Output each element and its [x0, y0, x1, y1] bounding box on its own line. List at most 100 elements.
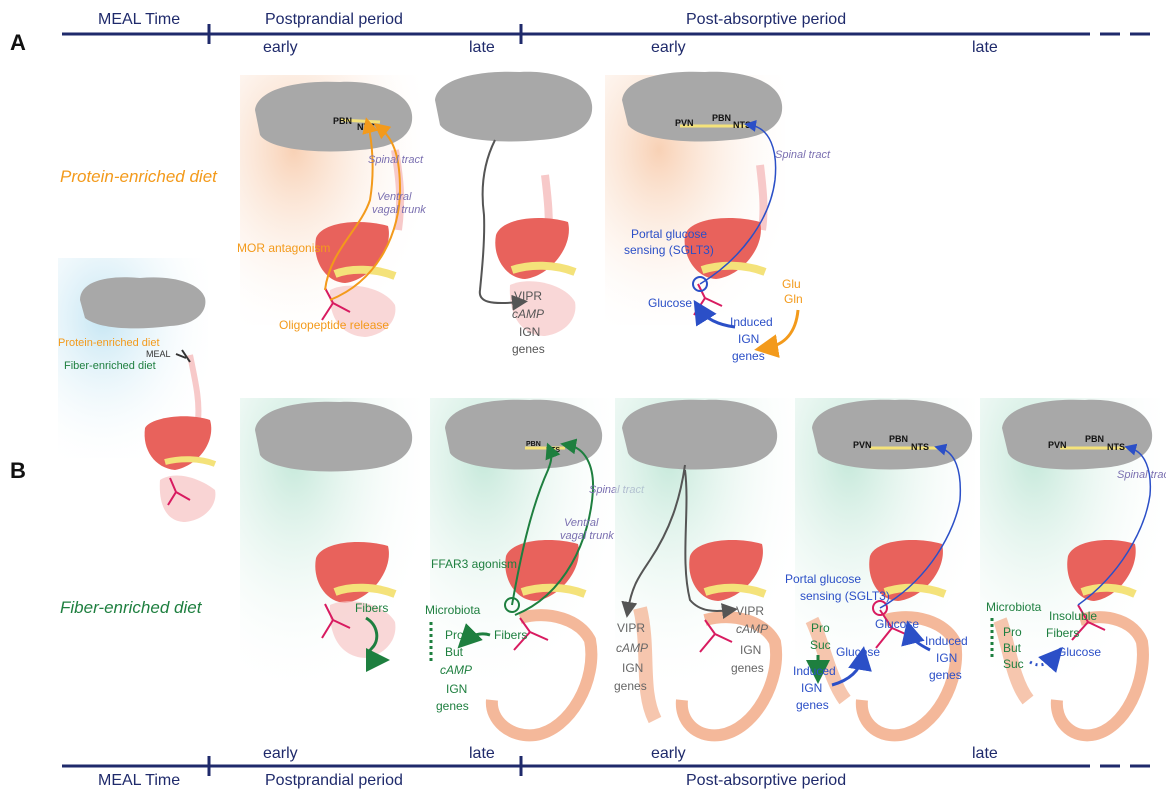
but-label: But	[1003, 641, 1022, 655]
suc-label: Suc	[1003, 657, 1024, 671]
pvn-label: PVN	[675, 118, 694, 128]
early-label: early	[651, 39, 686, 56]
microbiota-label: Microbiota	[425, 603, 481, 617]
row-a-panel-2: VIPR cAMP IGN genes	[435, 72, 592, 356]
pbn-label: PBN	[1085, 434, 1104, 444]
ign-label: IGN	[801, 681, 822, 695]
induced-label: Induced	[730, 315, 773, 329]
meal-time-label: MEAL Time	[98, 11, 180, 28]
late-label: late	[972, 39, 998, 56]
portal-sensing-label-2: sensing (SGLT3)	[624, 243, 714, 257]
row-b-panel-5: PVN PBN NTS Spinal tract Microbiota Inso…	[980, 398, 1166, 735]
ign-label: IGN	[936, 651, 957, 665]
panel-a-label: A	[10, 30, 26, 55]
pbn-label: PBN	[889, 434, 908, 444]
row-a-panel-3: PVN PBN NTS Spinal tract Portal glucose …	[605, 72, 831, 363]
left-fiber-label: Fiber-enriched diet	[64, 360, 156, 372]
post-absorptive-label: Post-absorptive period	[686, 11, 846, 28]
glucose-label: Glucose	[648, 296, 692, 310]
panel-b-label: B	[10, 458, 26, 483]
ign-label: IGN	[738, 332, 759, 346]
row-b-panel-3: VIPR cAMP IGN genes VIPR cAMP IGN genes	[614, 398, 795, 735]
portal-sensing-label-1: Portal glucose	[785, 572, 861, 586]
ign-label: IGN	[519, 325, 540, 339]
glucose-label: Glucose	[836, 645, 880, 659]
ign-label: IGN	[622, 661, 643, 675]
late-label: late	[469, 39, 495, 56]
pbn-label: PBN	[712, 113, 731, 123]
glu-label: Glu	[782, 277, 801, 291]
induced-label: Induced	[925, 634, 968, 648]
protein-diet-label: Protein-enriched diet	[60, 167, 218, 186]
genes-label: genes	[614, 679, 647, 693]
oligopeptide-label: Oligopeptide release	[279, 318, 389, 332]
pvn-label: PVN	[853, 440, 872, 450]
spinal-tract-label: Spinal tract	[775, 149, 831, 161]
mor-antagonism-label: MOR antagonism	[237, 241, 330, 255]
row-b-panel-2: PBN NTS Spinal tract Ventral vagal trunk…	[425, 398, 645, 735]
induced-label: Induced	[793, 664, 836, 678]
glucose-label: Glucose	[1057, 645, 1101, 659]
early-label: early	[263, 745, 298, 762]
brain-icon	[622, 72, 782, 142]
pro-label: Pro	[445, 628, 464, 642]
brain-icon	[435, 72, 592, 142]
vipr-label: VIPR	[736, 604, 764, 618]
genes-label: genes	[732, 349, 765, 363]
early-label: early	[263, 39, 298, 56]
nts-label: NTS	[357, 122, 375, 132]
row-b-panel-4: PVN PBN NTS Portal glucose sensing (SGLT…	[785, 398, 975, 735]
portal-sensing-label-1: Portal glucose	[631, 227, 707, 241]
row-a-panel-1: PBN NTS Spinal tract Ventral vagal trunk…	[237, 75, 426, 337]
genes-label: genes	[796, 698, 829, 712]
nts-label: NTS	[1107, 442, 1125, 452]
vagal-trunk-label: vagal trunk	[560, 530, 614, 542]
camp-label: cAMP	[736, 622, 768, 636]
portal-sensing-label-2: sensing (SGLT3)	[800, 589, 890, 603]
camp-label: cAMP	[512, 307, 544, 321]
fibers-label: Fibers	[1046, 626, 1079, 640]
early-label: early	[651, 745, 686, 762]
spinal-tract-label: Spinal tract	[368, 154, 424, 166]
glucose-label: Glucose	[875, 617, 919, 631]
left-panel: Protein-enriched diet Fiber-enriched die…	[58, 258, 215, 522]
microbiota-label: Microbiota	[986, 600, 1042, 614]
ventral-label: Ventral	[564, 517, 599, 529]
fibers-label: Fibers	[494, 628, 527, 642]
nts-label: NTS	[911, 442, 929, 452]
gln-label: Gln	[784, 292, 803, 306]
row-b-panel-1: Fibers	[240, 398, 420, 698]
brain-icon	[622, 400, 777, 470]
brain-icon	[1002, 400, 1152, 470]
genes-label: genes	[731, 661, 764, 675]
but-label: But	[445, 645, 464, 659]
suc-label: Suc	[810, 638, 831, 652]
ign-label: IGN	[446, 682, 467, 696]
timeline-top: MEAL Time Postprandial period Post-absor…	[62, 11, 1150, 56]
ign-label: IGN	[740, 643, 761, 657]
fiber-diet-label: Fiber-enriched diet	[60, 598, 203, 617]
brain-icon	[445, 400, 602, 470]
ffar3-label: FFAR3 agonism	[431, 557, 517, 571]
camp-label: cAMP	[440, 663, 472, 677]
pbn-label: PBN	[333, 116, 352, 126]
vipr-label: VIPR	[617, 621, 645, 635]
meal-label: MEAL	[146, 349, 171, 359]
spinal-tract-label: Spinal tract	[1117, 469, 1166, 481]
brain-icon	[80, 277, 205, 328]
postprandial-label: Postprandial period	[265, 11, 403, 28]
nts-label: NTS	[733, 120, 751, 130]
genes-label: genes	[512, 342, 545, 356]
pbn-label: PBN	[526, 441, 541, 448]
timeline-bottom: early late early late MEAL Time Postpran…	[62, 745, 1150, 789]
brain-icon	[255, 402, 412, 472]
left-protein-label: Protein-enriched diet	[58, 337, 160, 349]
vipr-label: VIPR	[514, 289, 542, 303]
ventral-label: Ventral	[377, 191, 412, 203]
pro-label: Pro	[1003, 625, 1022, 639]
genes-label: genes	[929, 668, 962, 682]
late-label: late	[972, 745, 998, 762]
pvn-label: PVN	[1048, 440, 1067, 450]
